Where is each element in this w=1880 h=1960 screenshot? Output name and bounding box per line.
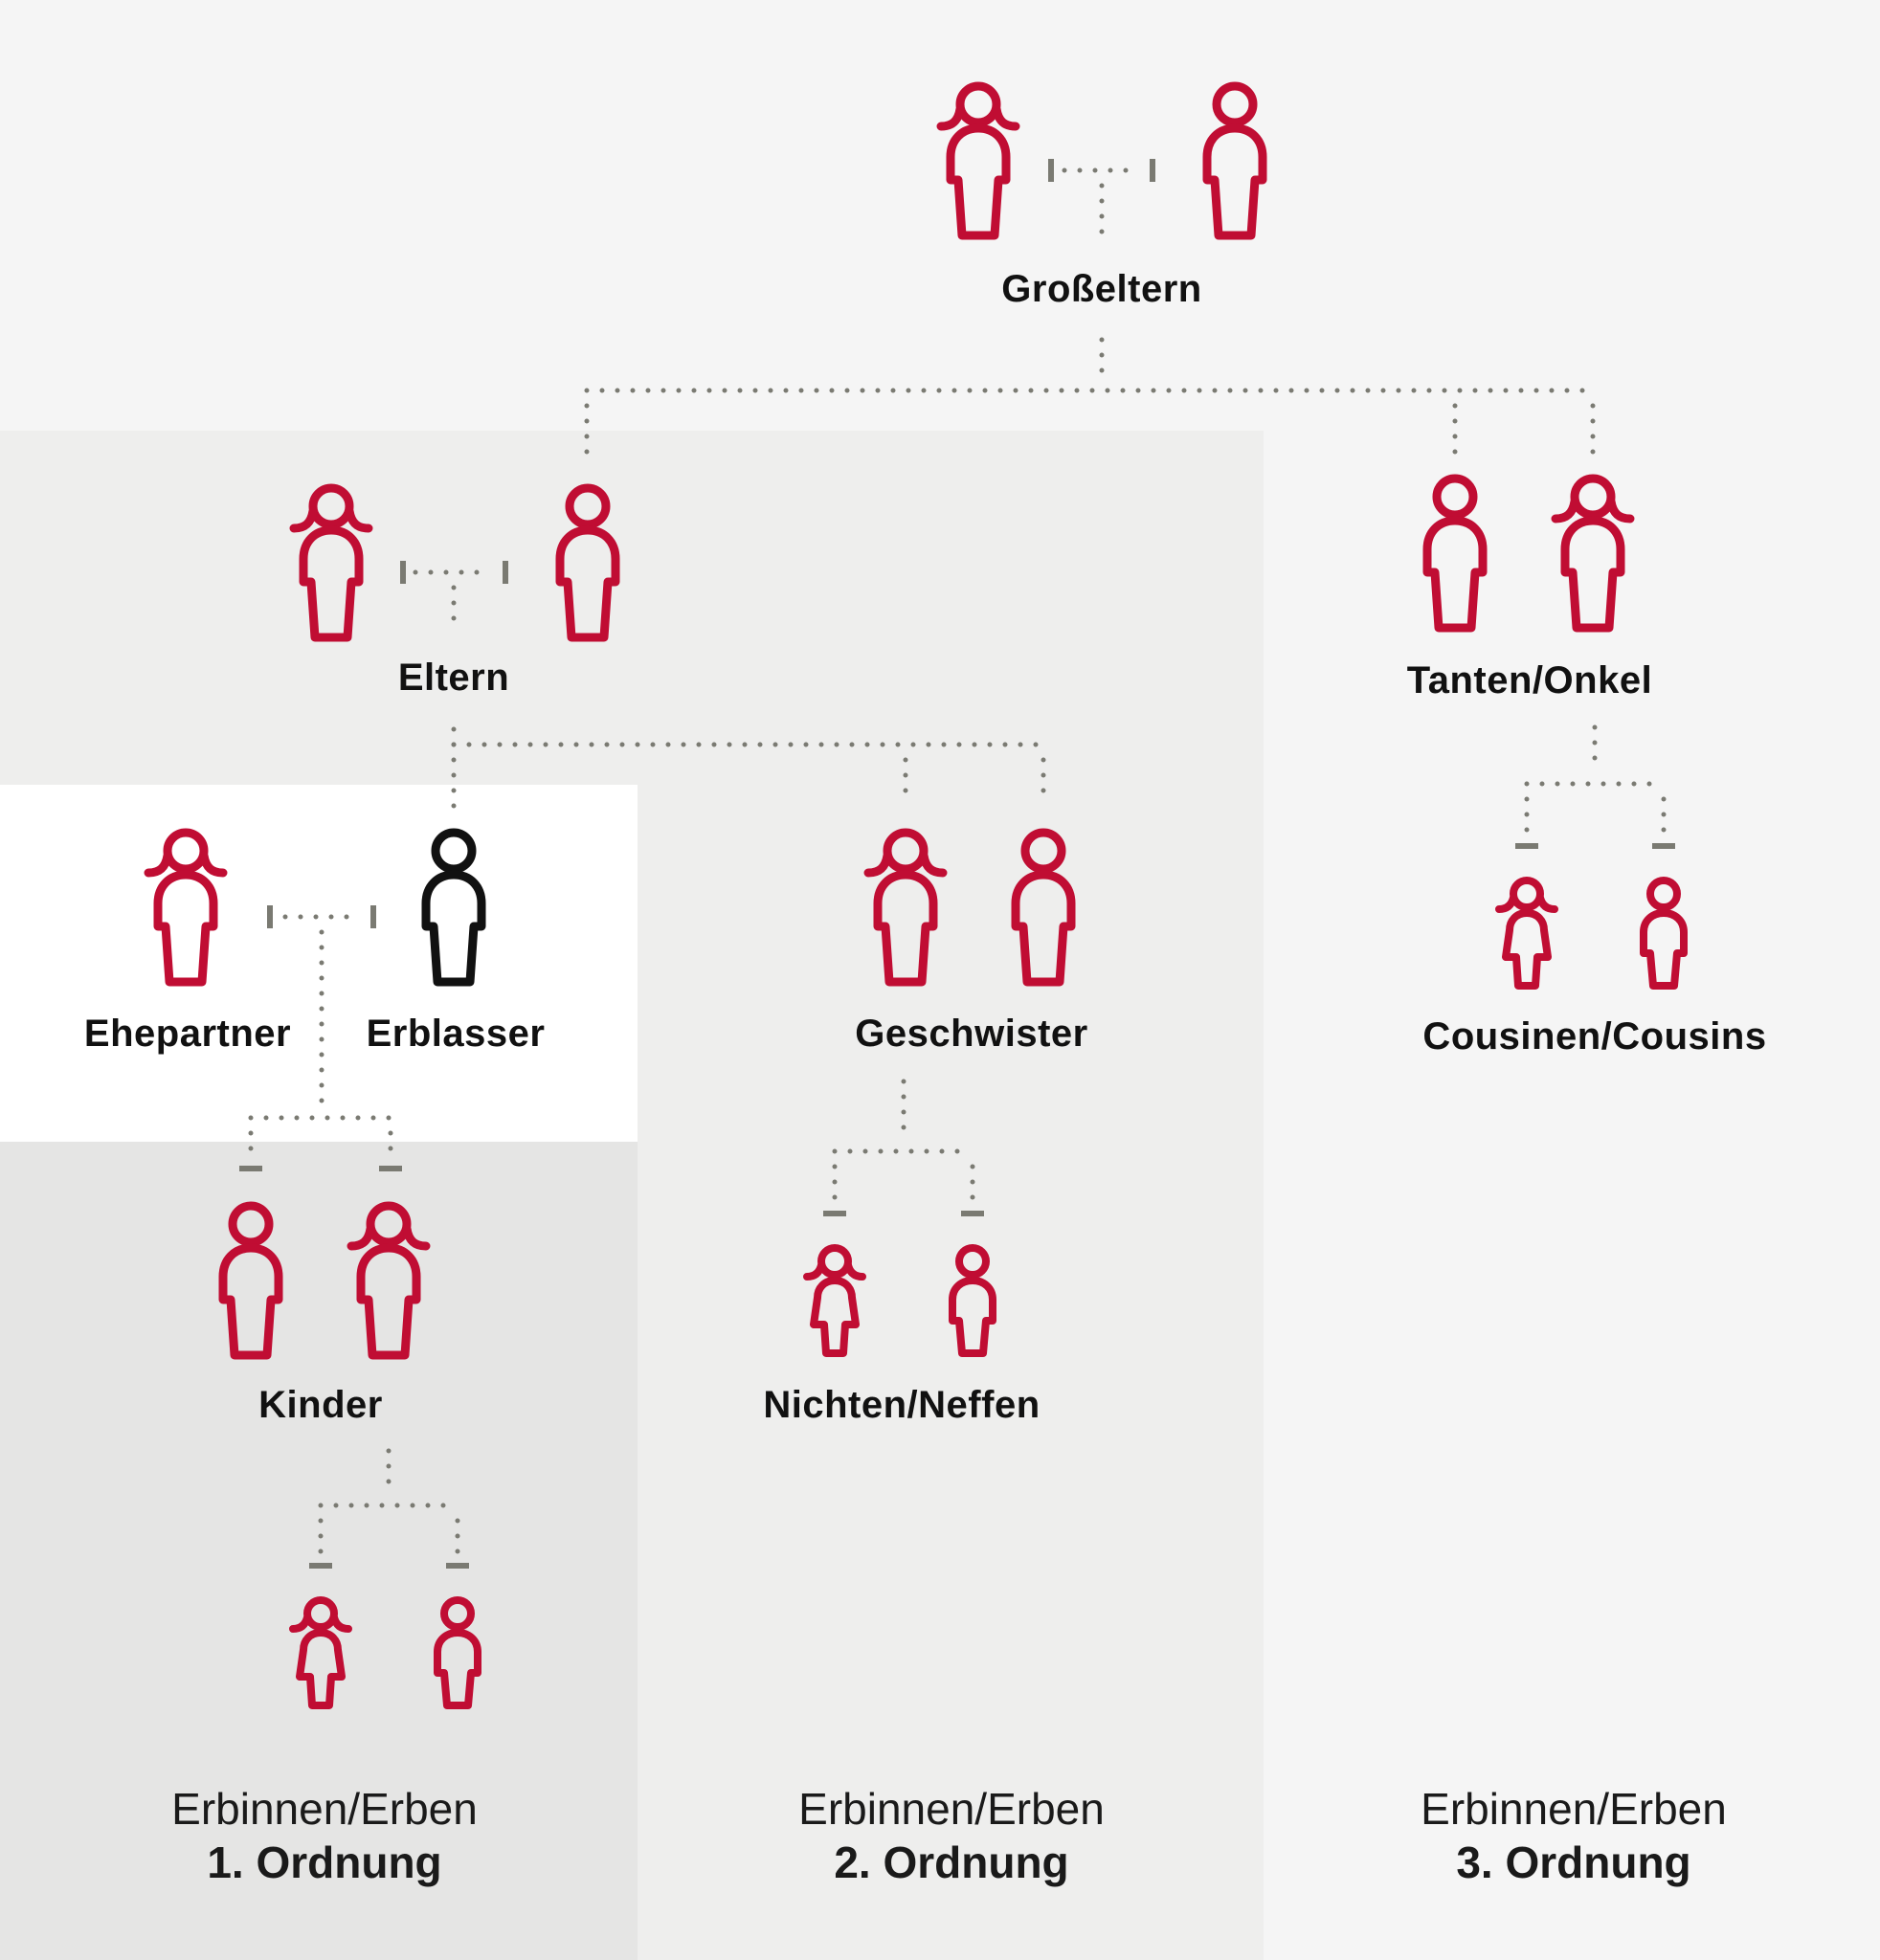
label-deceased: Erblasser	[366, 1013, 546, 1055]
female-icon	[294, 488, 369, 637]
male-icon	[1016, 833, 1071, 982]
boy-icon	[952, 1248, 993, 1353]
boy-icon	[437, 1600, 478, 1705]
order-2-title: 2. Ordnung	[834, 1838, 1069, 1887]
girl-icon	[1499, 880, 1555, 986]
female-icon	[351, 1206, 426, 1355]
label-children: Kinder	[258, 1384, 383, 1426]
male-icon	[1207, 86, 1263, 235]
order-1-title: 1. Ordnung	[207, 1838, 442, 1887]
female-icon	[941, 86, 1016, 235]
label-cousins: Cousinen/Cousins	[1422, 1015, 1767, 1058]
girl-icon	[293, 1600, 348, 1705]
female-icon	[148, 833, 223, 982]
order-3-heirs: Erbinnen/Erben	[1421, 1784, 1727, 1834]
female-icon	[1555, 479, 1630, 628]
deceased-spouse-region	[0, 785, 638, 1142]
female-icon	[868, 833, 943, 982]
boy-icon	[1644, 880, 1684, 986]
male-icon	[560, 488, 615, 637]
male-icon	[1427, 479, 1483, 628]
order-2-caption: Erbinnen/Erben 2. Ordnung	[798, 1782, 1105, 1889]
label-parents: Eltern	[397, 657, 510, 699]
label-nieces-nephews: Nichten/Neffen	[763, 1384, 1041, 1426]
order-3-caption: Erbinnen/Erben 3. Ordnung	[1421, 1782, 1727, 1889]
order-1-caption: Erbinnen/Erben 1. Ordnung	[171, 1782, 478, 1889]
male-icon	[223, 1206, 279, 1355]
order-1-heirs: Erbinnen/Erben	[171, 1784, 478, 1834]
order-2-heirs: Erbinnen/Erben	[798, 1784, 1105, 1834]
label-grandparents: Großeltern	[1001, 268, 1202, 310]
deceased-male-icon	[426, 833, 481, 982]
label-aunts-uncles: Tanten/Onkel	[1406, 659, 1653, 702]
label-spouse: Ehepartner	[83, 1013, 292, 1055]
label-siblings: Geschwister	[855, 1013, 1088, 1055]
order-3-title: 3. Ordnung	[1456, 1838, 1691, 1887]
girl-icon	[807, 1248, 862, 1353]
